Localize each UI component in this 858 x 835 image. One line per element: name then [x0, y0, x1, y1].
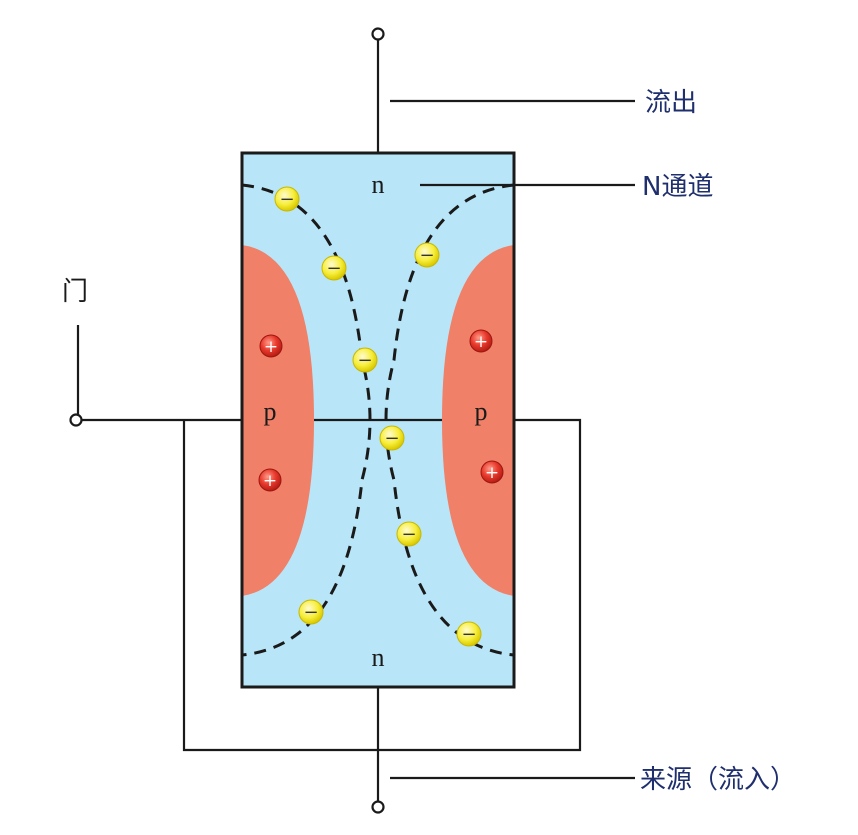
drain-label: 流出: [645, 88, 697, 118]
hole-icon: +: [480, 460, 504, 484]
hole-icon: +: [469, 329, 493, 353]
gate-loop-wire: [182, 418, 582, 752]
p-left-label: p: [264, 397, 277, 426]
svg-text:+: +: [474, 332, 488, 352]
svg-text:−: −: [384, 428, 399, 449]
electrons: − − − − − − − −: [274, 186, 482, 647]
holes: + + + +: [258, 329, 504, 492]
source-terminal: [371, 800, 385, 814]
electron-icon: −: [352, 347, 378, 373]
electron-icon: −: [274, 186, 300, 212]
leaders: [390, 99, 635, 780]
n-bottom-label: n: [372, 643, 385, 672]
wires: [69, 27, 582, 814]
electron-icon: −: [396, 521, 422, 547]
drain-terminal: [371, 27, 385, 41]
device-outline: [240, 151, 516, 689]
svg-text:−: −: [279, 189, 294, 210]
hole-icon: +: [258, 468, 282, 492]
svg-text:−: −: [326, 258, 341, 279]
electron-icon: −: [298, 599, 324, 625]
hole-icon: +: [259, 334, 283, 358]
electron-icon: −: [414, 242, 440, 268]
electron-icon: −: [379, 425, 405, 451]
n-top-label: n: [372, 170, 385, 199]
svg-text:−: −: [401, 524, 416, 545]
channel-label: N通道: [642, 172, 713, 202]
depletion-boundary-right: [384, 183, 514, 657]
source-label: 来源（流入）: [640, 765, 796, 795]
electron-icon: −: [456, 621, 482, 647]
svg-text:+: +: [485, 463, 499, 483]
p-right-label: p: [475, 397, 488, 426]
callout-labels: 流出 N通道 门 来源（流入）: [62, 88, 796, 795]
gate-label: 门: [62, 277, 88, 307]
svg-text:−: −: [357, 350, 372, 371]
depletion-boundary-left: [242, 183, 372, 657]
p-region-left: [242, 245, 314, 596]
electron-icon: −: [321, 255, 347, 281]
region-labels: n n p p: [264, 170, 488, 672]
svg-text:+: +: [263, 471, 277, 491]
device-body: [240, 151, 516, 689]
gate-terminal: [69, 413, 83, 427]
svg-text:−: −: [419, 245, 434, 266]
p-region-right: [442, 245, 514, 596]
svg-text:−: −: [461, 624, 476, 645]
svg-text:+: +: [264, 337, 278, 357]
svg-text:−: −: [303, 602, 318, 623]
